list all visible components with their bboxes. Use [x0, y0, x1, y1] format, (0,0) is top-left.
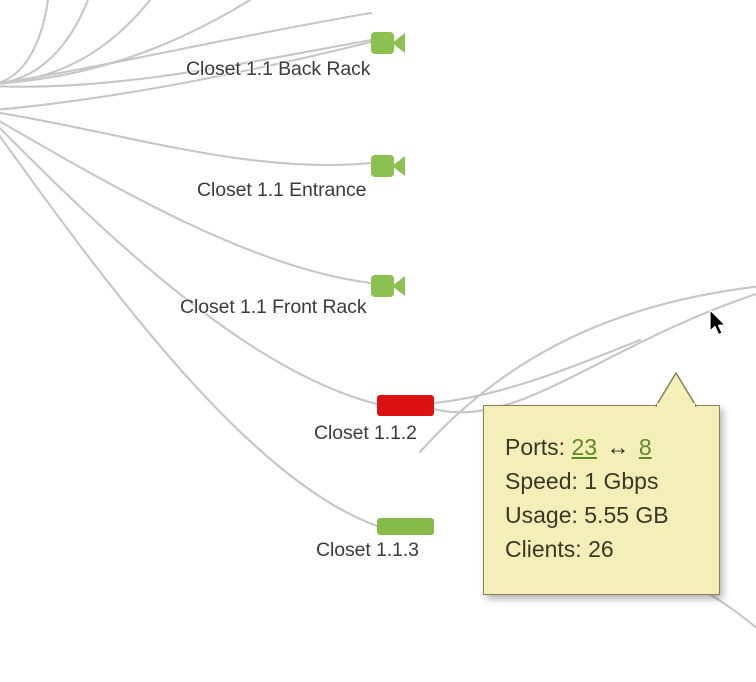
- link-edge: [0, 0, 90, 85]
- bidirectional-arrow-icon: ↔: [606, 434, 630, 460]
- node-closet-1-1-front-rack[interactable]: [371, 273, 405, 299]
- tooltip-usage-label: Usage:: [505, 502, 578, 528]
- camera-icon: [371, 275, 394, 297]
- tooltip-ports-label: Ports:: [505, 434, 566, 460]
- tooltip-row-speed: Speed: 1 Gbps: [505, 464, 719, 498]
- camera-icon: [371, 32, 394, 54]
- tooltip-clients-value: 26: [588, 536, 614, 562]
- link-edge: [0, 0, 152, 85]
- node-label-closet-1-1-entrance: Closet 1.1 Entrance: [197, 179, 367, 201]
- link-edge: [0, 0, 50, 84]
- link-edge-lower-right: [704, 590, 756, 629]
- tooltip-port-b-link[interactable]: 8: [638, 434, 652, 460]
- link-edge-closet-113: [0, 134, 379, 528]
- link-edge-right-sweep: [418, 285, 756, 454]
- node-closet-1-1-2[interactable]: [377, 395, 434, 416]
- camera-lens-icon: [392, 33, 405, 53]
- tooltip-pointer-tail: [655, 372, 697, 407]
- tooltip-speed-value: 1 Gbps: [584, 468, 659, 494]
- tooltip-clients-label: Clients:: [505, 536, 582, 562]
- camera-lens-icon: [392, 276, 405, 296]
- link-edge: [0, 40, 373, 111]
- link-edges-group: [0, 0, 756, 629]
- node-label-closet-1-1-front-rack: Closet 1.1 Front Rack: [180, 296, 367, 318]
- node-label-closet-1-1-back-rack: Closet 1.1 Back Rack: [186, 58, 371, 80]
- node-closet-1-1-entrance[interactable]: [371, 153, 405, 179]
- node-label-closet-1-1-2: Closet 1.1.2: [314, 422, 417, 444]
- node-label-closet-1-1-3: Closet 1.1.3: [316, 539, 419, 561]
- node-closet-1-1-back-rack[interactable]: [371, 30, 405, 56]
- link-edge-uplink-b: [432, 292, 756, 414]
- link-edge-uplink-a: [432, 338, 642, 405]
- camera-icon: [371, 155, 394, 177]
- tooltip-row-ports: Ports: 23 ↔ 8: [505, 430, 719, 464]
- tooltip-usage-value: 5.55 GB: [584, 502, 669, 528]
- link-edge-closet-112: [0, 126, 379, 406]
- link-edge-front-rack: [0, 120, 373, 285]
- tooltip-speed-label: Speed:: [505, 468, 578, 494]
- link-edge-entrance: [0, 111, 373, 167]
- link-edge-back-rack: [0, 38, 373, 88]
- tooltip-row-clients: Clients: 26: [505, 532, 719, 566]
- tooltip-row-usage: Usage: 5.55 GB: [505, 498, 719, 532]
- node-closet-1-1-3[interactable]: [377, 518, 434, 535]
- link-details-tooltip: Ports: 23 ↔ 8 Speed: 1 Gbps Usage: 5.55 …: [483, 405, 720, 595]
- tooltip-port-a-link[interactable]: 23: [571, 434, 598, 460]
- camera-lens-icon: [392, 156, 405, 176]
- link-edge: [0, 0, 252, 85]
